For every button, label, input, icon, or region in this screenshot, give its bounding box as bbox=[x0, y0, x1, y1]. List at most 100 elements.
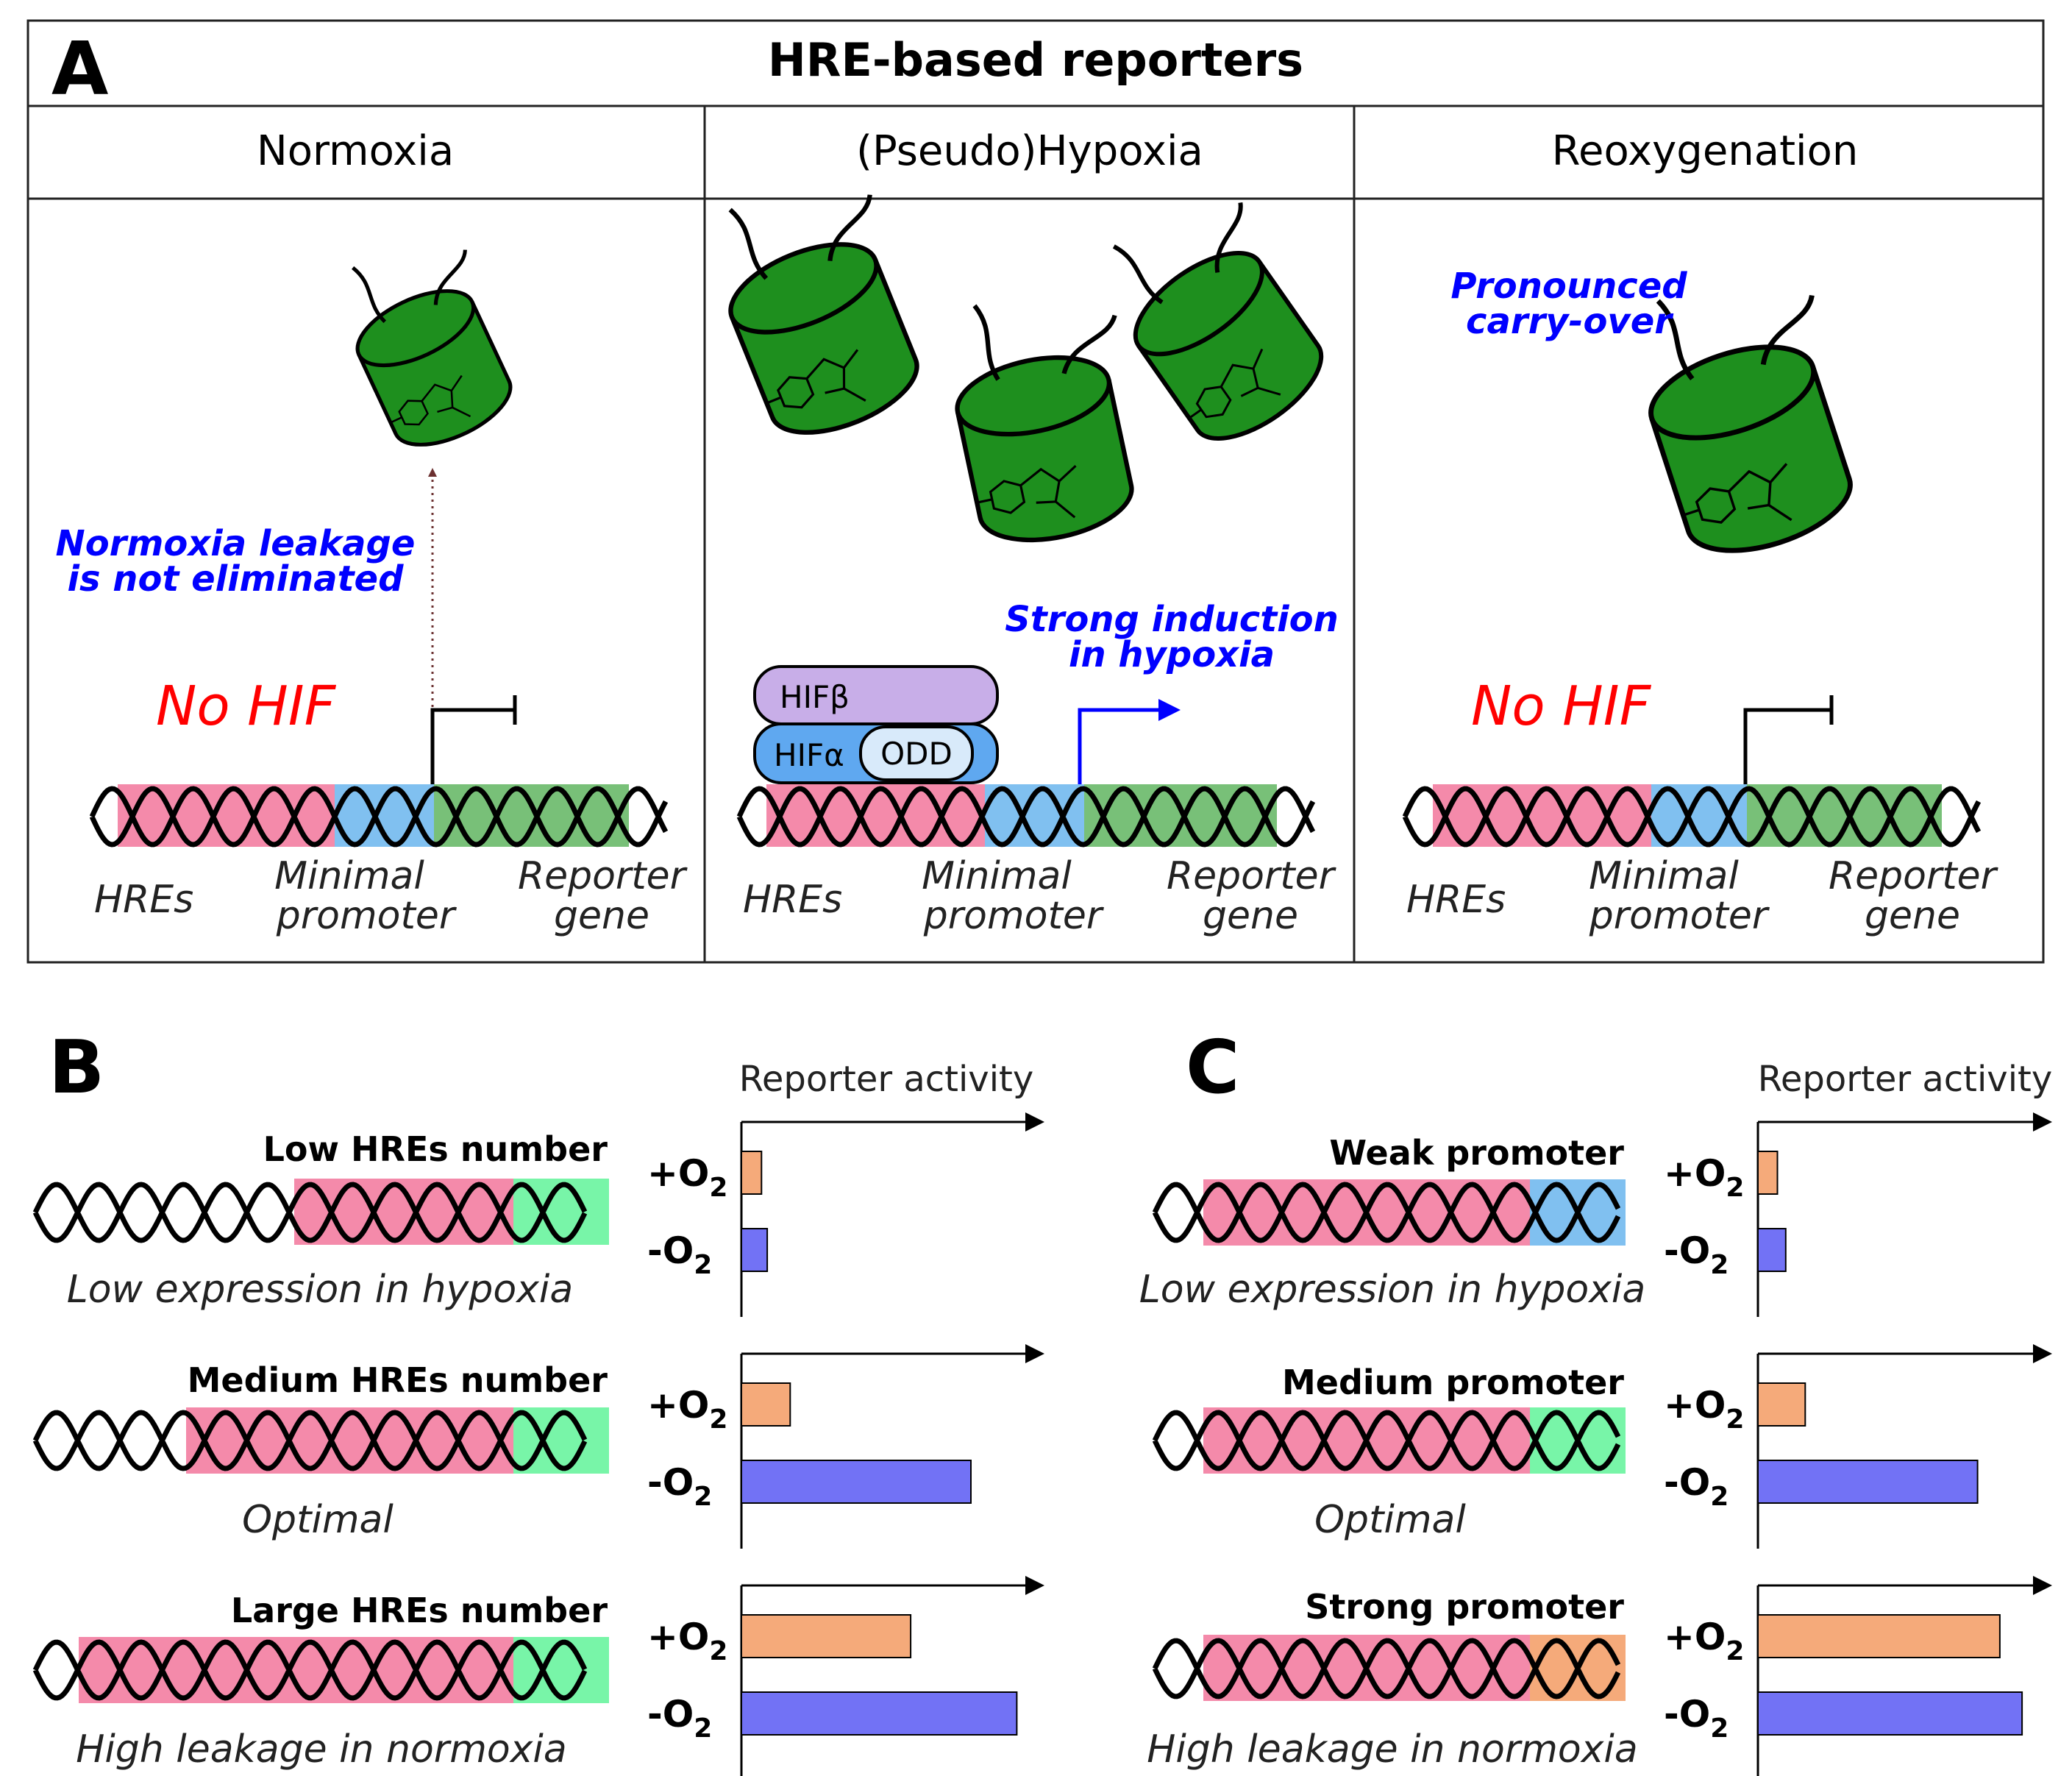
bar bbox=[1757, 1382, 1806, 1427]
bar bbox=[1757, 1460, 1979, 1504]
gfp-barrel-icon bbox=[1083, 172, 1353, 458]
row-caption: Optimal bbox=[1314, 1498, 1466, 1542]
bar bbox=[741, 1691, 1018, 1736]
subscript: 2 bbox=[694, 1250, 712, 1280]
bar-label: -O2 bbox=[647, 1229, 712, 1280]
bar-label: +O2 bbox=[1664, 1616, 1744, 1666]
subscript: 2 bbox=[694, 1482, 712, 1512]
gfp-barrel-icon bbox=[324, 221, 535, 460]
panel-a: A HRE-based reporters Normoxia (Pseudo)H… bbox=[26, 19, 2045, 964]
bar-label: -O2 bbox=[1664, 1229, 1729, 1280]
row-caption: High leakage in normoxia bbox=[1147, 1727, 1638, 1772]
hres-label: HREs bbox=[743, 878, 842, 922]
hypoxia-column: Strong induction in hypoxia HIFβ HIFα OD… bbox=[694, 159, 1353, 938]
bar-label: -O2 bbox=[1664, 1461, 1729, 1512]
dna-helix bbox=[736, 786, 1316, 848]
subscript: 2 bbox=[709, 1173, 727, 1203]
subscript: 2 bbox=[1710, 1482, 1729, 1512]
bar bbox=[1757, 1228, 1787, 1272]
dna-helix bbox=[32, 1410, 588, 1471]
row-caption: Optimal bbox=[242, 1498, 394, 1542]
hif-beta-label: HIFβ bbox=[780, 679, 850, 715]
bar-label: -O2 bbox=[1664, 1693, 1729, 1744]
minimal-label-line1: Minimal bbox=[922, 854, 1072, 898]
no-hif-label: No HIF bbox=[1471, 675, 1652, 738]
axis-arrowhead bbox=[2033, 1344, 2052, 1363]
hif-alpha-label: HIFα bbox=[774, 737, 844, 773]
bar bbox=[741, 1228, 769, 1272]
dna-helix bbox=[89, 786, 669, 848]
column-header-reoxygenation: Reoxygenation bbox=[1552, 127, 1859, 175]
reporter-gene-segment bbox=[434, 784, 629, 847]
row-title: Large HREs number bbox=[231, 1591, 608, 1630]
bar-label: +O2 bbox=[647, 1152, 727, 1203]
bar bbox=[741, 1151, 763, 1195]
odd-label: ODD bbox=[880, 736, 953, 772]
panel-b-letter: B bbox=[49, 1024, 104, 1110]
panel-b-axis-title: Reporter activity bbox=[739, 1059, 1034, 1100]
normoxia-leak-note-line2: is not eliminated bbox=[68, 558, 405, 600]
bar-label: +O2 bbox=[647, 1384, 727, 1435]
axis-arrowhead bbox=[2033, 1576, 2052, 1595]
panel-c-axis-title: Reporter activity bbox=[1758, 1059, 2053, 1100]
row-title: Low HREs number bbox=[263, 1129, 608, 1169]
reporter-label-line2: gene bbox=[554, 894, 649, 938]
minimal-label-line1: Minimal bbox=[274, 854, 424, 898]
strong-induction-note-line2: in hypoxia bbox=[1069, 634, 1275, 675]
dna-helix bbox=[1152, 1182, 1621, 1243]
bar-label: -O2 bbox=[647, 1461, 712, 1512]
bar-label: +O2 bbox=[647, 1616, 727, 1666]
minimal-label-line2: promoter bbox=[923, 894, 1105, 938]
dna-helix bbox=[1402, 786, 1982, 848]
blocked-promoter-arrow bbox=[1743, 695, 1834, 786]
minimal-label-line2: promoter bbox=[1589, 894, 1770, 938]
minimal-label-line2: promoter bbox=[276, 894, 458, 938]
dna-helix bbox=[32, 1639, 588, 1701]
odd-domain-box bbox=[859, 725, 974, 781]
gfp-barrel-icon bbox=[694, 159, 947, 450]
subscript: 2 bbox=[709, 1404, 727, 1435]
carry-over-note-line1: Pronounced bbox=[1450, 266, 1687, 307]
bar bbox=[741, 1614, 912, 1658]
axis-arrowhead bbox=[1025, 1112, 1044, 1132]
hres-label: HREs bbox=[94, 878, 193, 922]
bar-label: +O2 bbox=[1664, 1152, 1744, 1203]
active-promoter-arrow bbox=[1078, 708, 1162, 786]
gfp-barrel-icon bbox=[937, 277, 1158, 553]
subscript: 2 bbox=[1726, 1404, 1744, 1435]
minimal-label-line1: Minimal bbox=[1589, 854, 1739, 898]
axis-arrowhead bbox=[1025, 1576, 1044, 1595]
panel-a-letter: A bbox=[51, 26, 108, 112]
bar bbox=[741, 1460, 972, 1504]
column-header-normoxia: Normoxia bbox=[257, 127, 454, 175]
row-caption: Low expression in hypoxia bbox=[1139, 1268, 1646, 1312]
panel-c-letter: C bbox=[1186, 1024, 1239, 1110]
subscript: 2 bbox=[1710, 1250, 1729, 1280]
bar bbox=[1757, 1151, 1779, 1195]
bar-label: +O2 bbox=[1664, 1384, 1744, 1435]
axis-arrowhead bbox=[1025, 1344, 1044, 1363]
reporter-gene-segment bbox=[1747, 784, 1942, 847]
row-title: Medium HREs number bbox=[188, 1360, 608, 1400]
reporter-label-line2: gene bbox=[1865, 894, 1960, 938]
subscript: 2 bbox=[694, 1713, 712, 1744]
row-caption: High leakage in normoxia bbox=[76, 1727, 567, 1772]
panel-b: B Reporter activity Low HREs number Low … bbox=[32, 1024, 1034, 1772]
panel-c: C Reporter activity Weak promoter Low ex… bbox=[1139, 1024, 2053, 1772]
reporter-label-line1: Reporter bbox=[518, 854, 688, 898]
bar bbox=[1757, 1691, 2023, 1736]
dna-helix bbox=[1152, 1410, 1621, 1471]
axis-arrowhead bbox=[2033, 1112, 2052, 1132]
bar bbox=[1757, 1614, 2001, 1658]
no-hif-label: No HIF bbox=[156, 675, 337, 738]
dna-helix bbox=[32, 1182, 588, 1243]
normoxia-column: Normoxia leakage is not eliminated No HI… bbox=[56, 221, 688, 938]
reoxygenation-column: Pronounced carry-over No HIF HREs Minima… bbox=[1402, 255, 1999, 938]
row-title: Weak promoter bbox=[1329, 1133, 1624, 1173]
panel-a-frame bbox=[26, 19, 2045, 964]
bar-label: -O2 bbox=[647, 1693, 712, 1744]
normoxia-leak-note-line1: Normoxia leakage bbox=[56, 523, 416, 564]
panel-a-title: HRE-based reporters bbox=[768, 33, 1303, 87]
hres-label: HREs bbox=[1406, 878, 1506, 922]
